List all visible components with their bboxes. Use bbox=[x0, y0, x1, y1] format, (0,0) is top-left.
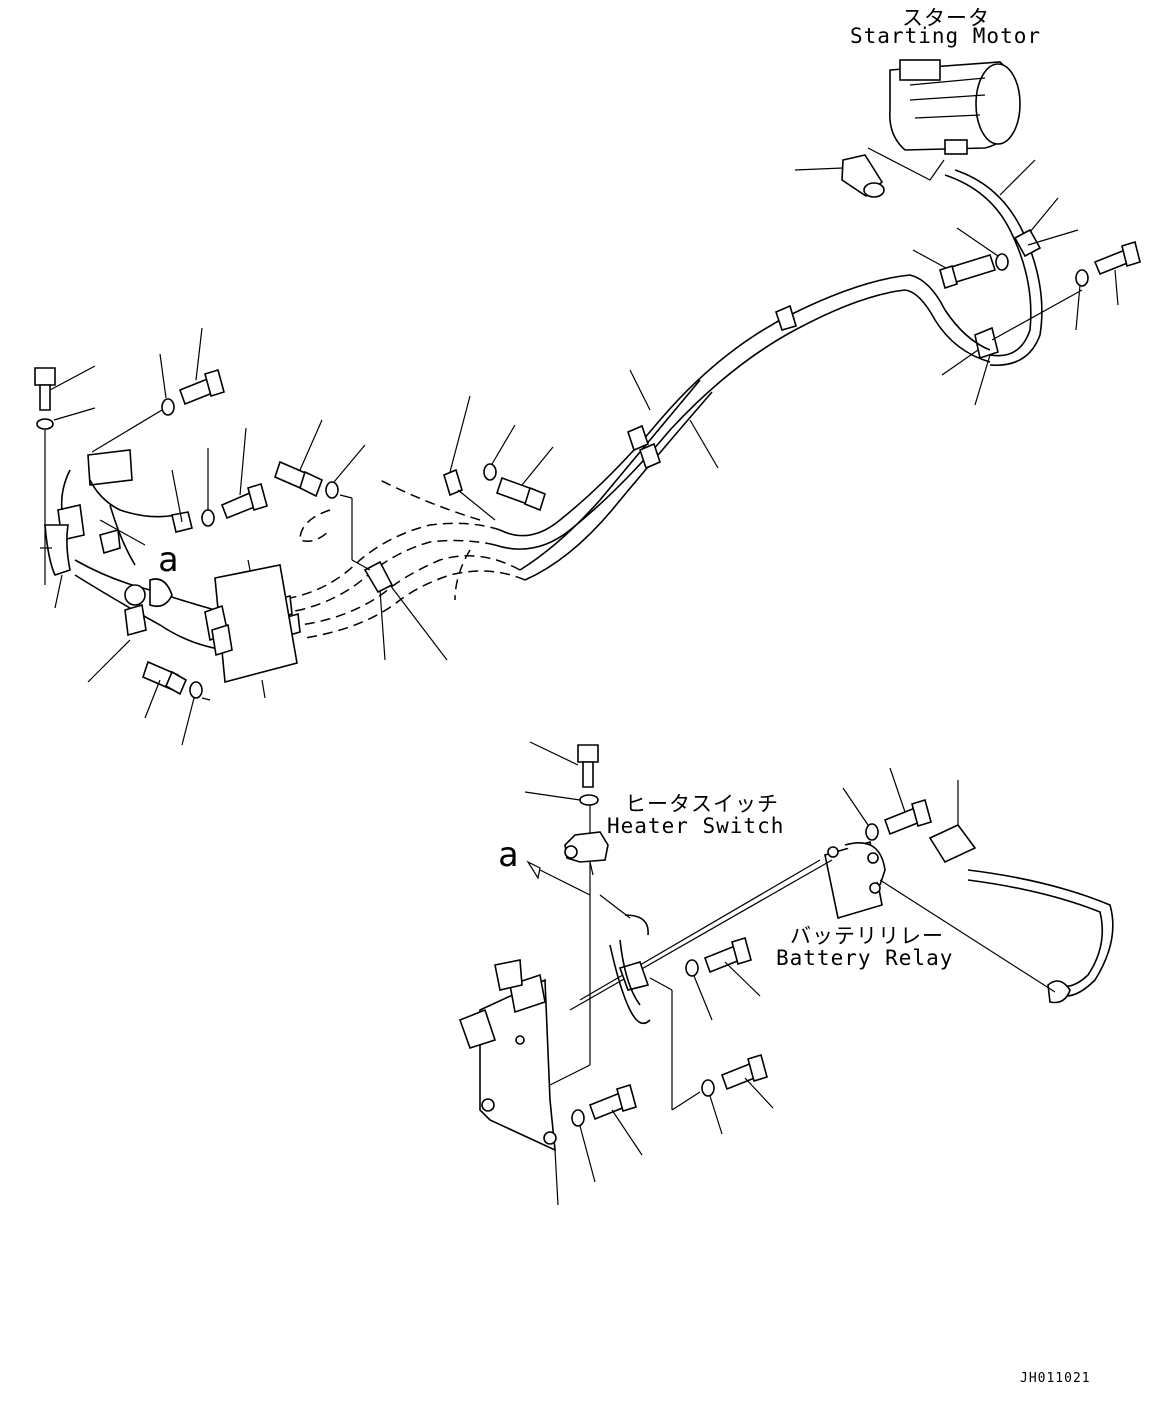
battery-relay-label-en: Battery Relay bbox=[776, 946, 954, 970]
starting-motor bbox=[888, 59, 1021, 155]
clamp bbox=[363, 560, 448, 661]
washer bbox=[181, 681, 211, 746]
view-reference-lower: a bbox=[498, 835, 520, 875]
starting-motor-label-en: Starting Motor bbox=[850, 24, 1042, 48]
bolt bbox=[883, 767, 932, 836]
relay-harness-connector bbox=[609, 939, 651, 1025]
terminal-boot bbox=[928, 780, 977, 864]
bolt bbox=[588, 1083, 643, 1156]
battery-relay bbox=[824, 840, 886, 920]
washer bbox=[36, 407, 96, 585]
clip bbox=[443, 395, 496, 521]
drawing-code: JH011021 bbox=[1020, 1371, 1091, 1386]
washer bbox=[91, 353, 175, 453]
heater-switch-label-en: Heater Switch bbox=[607, 814, 785, 838]
bolt bbox=[220, 427, 268, 520]
washer bbox=[842, 787, 879, 841]
left-connector-assembly bbox=[40, 449, 233, 657]
bolt bbox=[1093, 240, 1141, 306]
washer bbox=[571, 1109, 596, 1183]
bolt bbox=[142, 660, 188, 719]
bolt bbox=[529, 741, 599, 788]
washer bbox=[685, 959, 713, 1021]
relay-mounting-bracket bbox=[458, 959, 559, 1206]
clamp bbox=[941, 289, 1083, 406]
washer bbox=[483, 424, 516, 481]
washer bbox=[201, 448, 215, 527]
heater-switch bbox=[564, 831, 609, 876]
bolt bbox=[912, 249, 997, 290]
terminal-boot bbox=[841, 154, 885, 198]
bolt bbox=[720, 1053, 774, 1109]
bolt bbox=[274, 419, 324, 498]
heater-switch-label-jp: ヒータスイッチ bbox=[625, 792, 779, 816]
battery-relay-label-jp: バッテリリレー bbox=[790, 924, 944, 948]
bolt bbox=[703, 936, 761, 997]
washer bbox=[649, 977, 723, 1135]
washer bbox=[1075, 269, 1089, 331]
harness-bracket-plate bbox=[214, 559, 298, 699]
view-reference-upper: a bbox=[158, 540, 180, 580]
washer bbox=[956, 227, 1009, 271]
washer bbox=[325, 444, 371, 571]
bolt bbox=[34, 365, 96, 411]
bolt bbox=[178, 327, 225, 406]
clamp bbox=[1013, 197, 1079, 258]
starting-motor-label-jp: スタータ bbox=[902, 6, 990, 30]
bolt bbox=[495, 446, 554, 512]
